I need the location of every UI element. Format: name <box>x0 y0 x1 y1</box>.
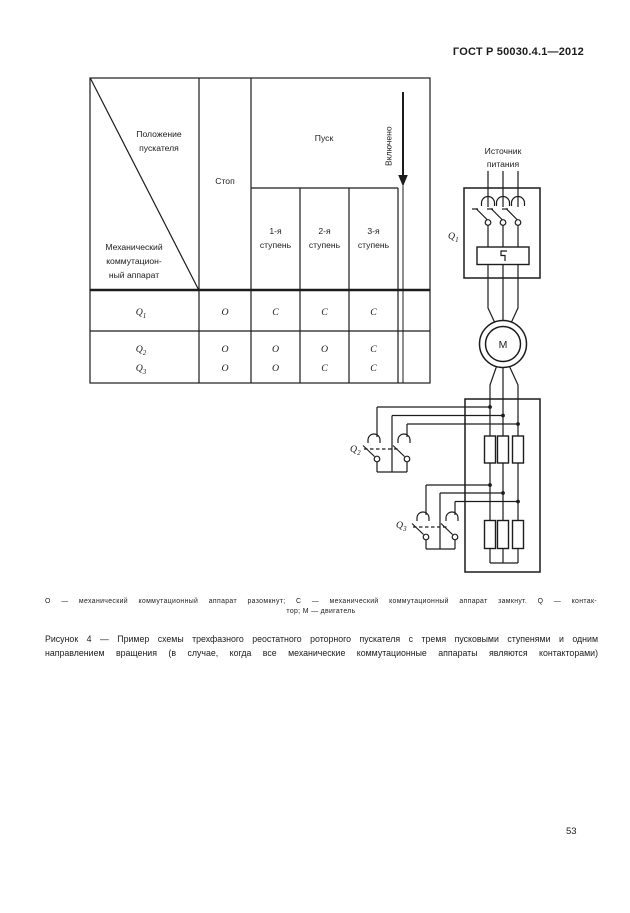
step1-label-2: ступень <box>260 240 292 250</box>
selector-table <box>89 77 431 384</box>
svg-text:Q1: Q1 <box>448 231 459 244</box>
cell-q3-step1: O <box>272 363 279 374</box>
cell-q3-stop: O <box>221 363 228 374</box>
step3-label-1: 3-я <box>367 226 380 236</box>
svg-text:Q2: Q2 <box>136 344 147 357</box>
overload-relay <box>476 246 530 266</box>
cell-q1-stop: O <box>221 307 228 318</box>
column-engaged-label: Включено <box>384 126 394 166</box>
resistor-row-1 <box>483 435 525 464</box>
engaged-arrow <box>398 92 408 383</box>
resistor-row-2 <box>483 519 525 550</box>
table-row-q3: Q3 O O C C <box>136 363 378 376</box>
column-start-label: Пуск <box>315 133 334 143</box>
document-title: ГОСТ Р 50030.4.1—2012 <box>452 46 584 58</box>
svg-text:Q1: Q1 <box>136 307 147 320</box>
selector-table-labels: Положение пускателя Механический коммута… <box>105 126 393 376</box>
page-number: 53 <box>566 826 577 837</box>
svg-text:Q3: Q3 <box>136 363 147 376</box>
overload-relay-glyph <box>500 250 507 261</box>
caption-line-2: направлением вращения (в случае, когда в… <box>45 647 598 658</box>
q3-contactor <box>411 483 520 550</box>
supply-lines <box>487 171 519 188</box>
corner-top-label-2: пускателя <box>139 143 179 153</box>
step3-label-2: ступень <box>358 240 390 250</box>
row-q1-label: Q <box>136 307 143 318</box>
svg-text:Q3: Q3 <box>396 520 407 533</box>
power-source-label-2: питания <box>487 159 520 169</box>
cell-q2-step3: C <box>370 344 377 355</box>
row-q2-label: Q <box>136 344 143 355</box>
cell-q3-step3: C <box>370 363 377 374</box>
table-corner-diagonal <box>89 78 200 290</box>
cell-q2-step1: O <box>272 344 279 355</box>
cell-q1-step1: C <box>272 307 279 318</box>
power-source-label-1: Источник <box>485 146 522 156</box>
corner-bottom-label-1: Механический <box>105 242 162 252</box>
circuit-labels: Источник питания Q1 Q2 Q3 M <box>350 146 522 533</box>
q1-contactor-box <box>463 187 541 279</box>
q3-label: Q <box>396 520 403 531</box>
corner-bottom-label-3: ный аппарат <box>109 270 159 280</box>
cell-q1-step2: C <box>321 307 328 318</box>
figure-footnote: О — механический коммутационный аппарат … <box>45 597 597 617</box>
cell-q1-step3: C <box>370 307 377 318</box>
q1-contact-arcs <box>480 195 526 206</box>
cell-q3-step2: C <box>321 363 328 374</box>
q2-label: Q <box>350 444 357 455</box>
footnote-line-2: тор; М — двигатель <box>286 608 356 615</box>
table-row-q2: Q2 O O O C <box>136 344 378 357</box>
corner-bottom-label-2: коммутацион- <box>106 256 162 266</box>
step2-label-2: ступень <box>309 240 341 250</box>
circuit-diagram <box>362 171 541 573</box>
motor-label: M <box>499 339 508 351</box>
corner-top-label-1: Положение <box>136 129 182 139</box>
figure-caption: Рисунок 4 — Пример схемы трехфазного рео… <box>45 633 598 660</box>
q2-contactor <box>362 405 520 473</box>
row-q3-label: Q <box>136 363 143 374</box>
step1-label-1: 1-я <box>269 226 282 236</box>
cell-q2-step2: O <box>321 344 328 355</box>
motor-leads-top <box>487 278 519 323</box>
cell-q2-stop: O <box>221 344 228 355</box>
table-border <box>89 77 431 384</box>
column-stop-label: Стоп <box>215 176 235 186</box>
svg-text:Q2: Q2 <box>350 444 361 457</box>
q1-label: Q <box>448 231 455 242</box>
step2-label-1: 2-я <box>318 226 331 236</box>
footnote-line-1: О — механический коммутационный аппарат … <box>45 598 597 605</box>
table-row-q1: Q1 O C C C <box>136 307 378 320</box>
q1-switch-contacts <box>472 208 522 226</box>
caption-line-1: Рисунок 4 — Пример схемы трехфазного рео… <box>45 634 598 644</box>
